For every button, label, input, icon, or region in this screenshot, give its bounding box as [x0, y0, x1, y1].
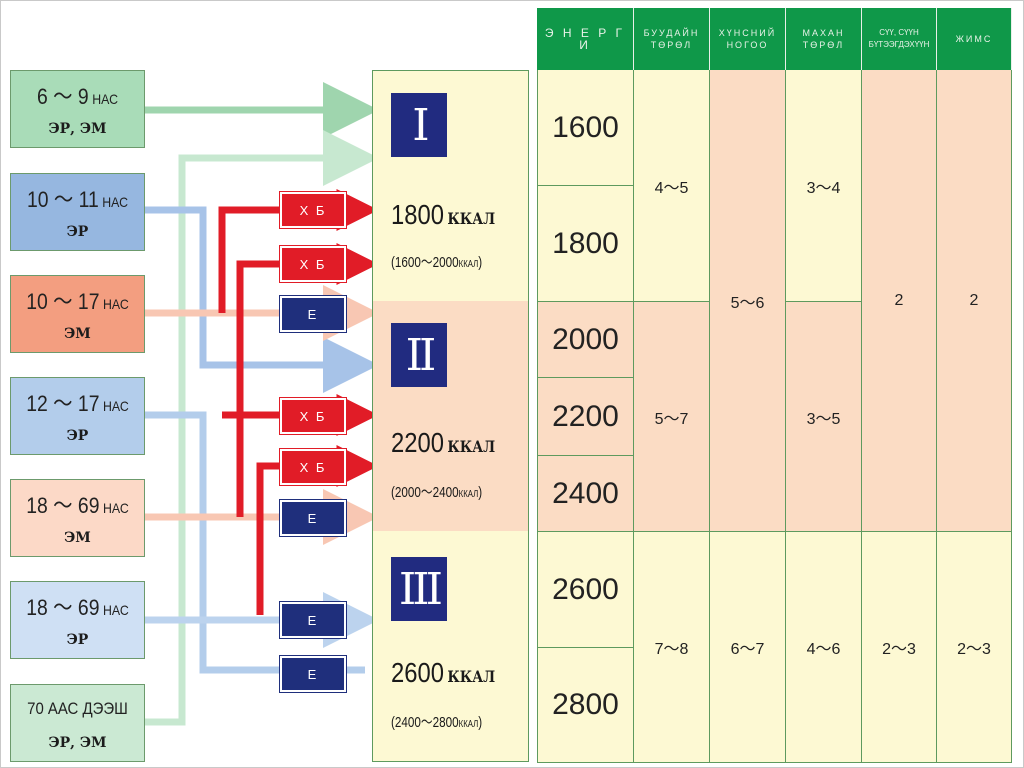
fruit-levels-1-2: 2 [937, 70, 1012, 532]
level-1-numeral: I [391, 93, 447, 157]
grain-level-1: 4～5 [634, 70, 710, 302]
tag-hb: Х Б [279, 191, 347, 229]
energy-2000: 2000 [537, 302, 634, 378]
meat-level-3: 4～6 [786, 532, 862, 763]
veg-levels-1-2: 5～6 [710, 70, 786, 532]
veg-level-3: 6～7 [710, 532, 786, 763]
tag-e: Е [279, 655, 347, 693]
grain-level-3: 7～8 [634, 532, 710, 763]
age-group-70-plus: 70 ААС ДЭЭШ ЭР, ЭМ [10, 684, 145, 762]
level-3-range: (2400～2800ККАЛ) [391, 714, 483, 731]
food-servings-table: Э Н Е Р Г И БУУДАЙН ТӨРӨЛ ХҮНСНИЙ НОГОО … [537, 8, 1012, 763]
tag-e: Е [279, 601, 347, 639]
energy-2400: 2400 [537, 456, 634, 532]
fruit-level-3: 2～3 [937, 532, 1012, 763]
tag-hb: Х Б [279, 245, 347, 283]
dairy-level-3: 2～3 [862, 532, 937, 763]
energy-1600: 1600 [537, 70, 634, 186]
level-2-numeral: II [391, 323, 447, 387]
tag-hb: Х Б [279, 448, 347, 486]
meat-level-1: 3～4 [786, 70, 862, 302]
energy-2600: 2600 [537, 532, 634, 648]
energy-2200: 2200 [537, 378, 634, 456]
level-1-range: (1600～2000ККАЛ) [391, 254, 483, 271]
header-grain: БУУДАЙН ТӨРӨЛ [634, 8, 710, 70]
tag-e: Е [279, 499, 347, 537]
meat-level-2: 3～5 [786, 302, 862, 532]
tag-e: Е [279, 295, 347, 333]
header-dairy: СҮҮ, СҮҮН БҮТЭЭГДЭХҮҮН [862, 8, 937, 70]
energy-2800: 2800 [537, 648, 634, 763]
header-meat: МАХАН ТӨРӨЛ [786, 8, 862, 70]
header-energy: Э Н Е Р Г И [537, 8, 634, 70]
grain-level-2: 5～7 [634, 302, 710, 532]
level-3-numeral: III [391, 557, 447, 621]
level-2-range: (2000～2400ККАЛ) [391, 484, 483, 501]
tag-hb: Х Б [279, 397, 347, 435]
energy-1800: 1800 [537, 186, 634, 302]
header-fruit: ЖИМС [937, 8, 1012, 70]
dairy-levels-1-2: 2 [862, 70, 937, 532]
header-vegetables: ХҮНСНИЙ НОГОО [710, 8, 786, 70]
